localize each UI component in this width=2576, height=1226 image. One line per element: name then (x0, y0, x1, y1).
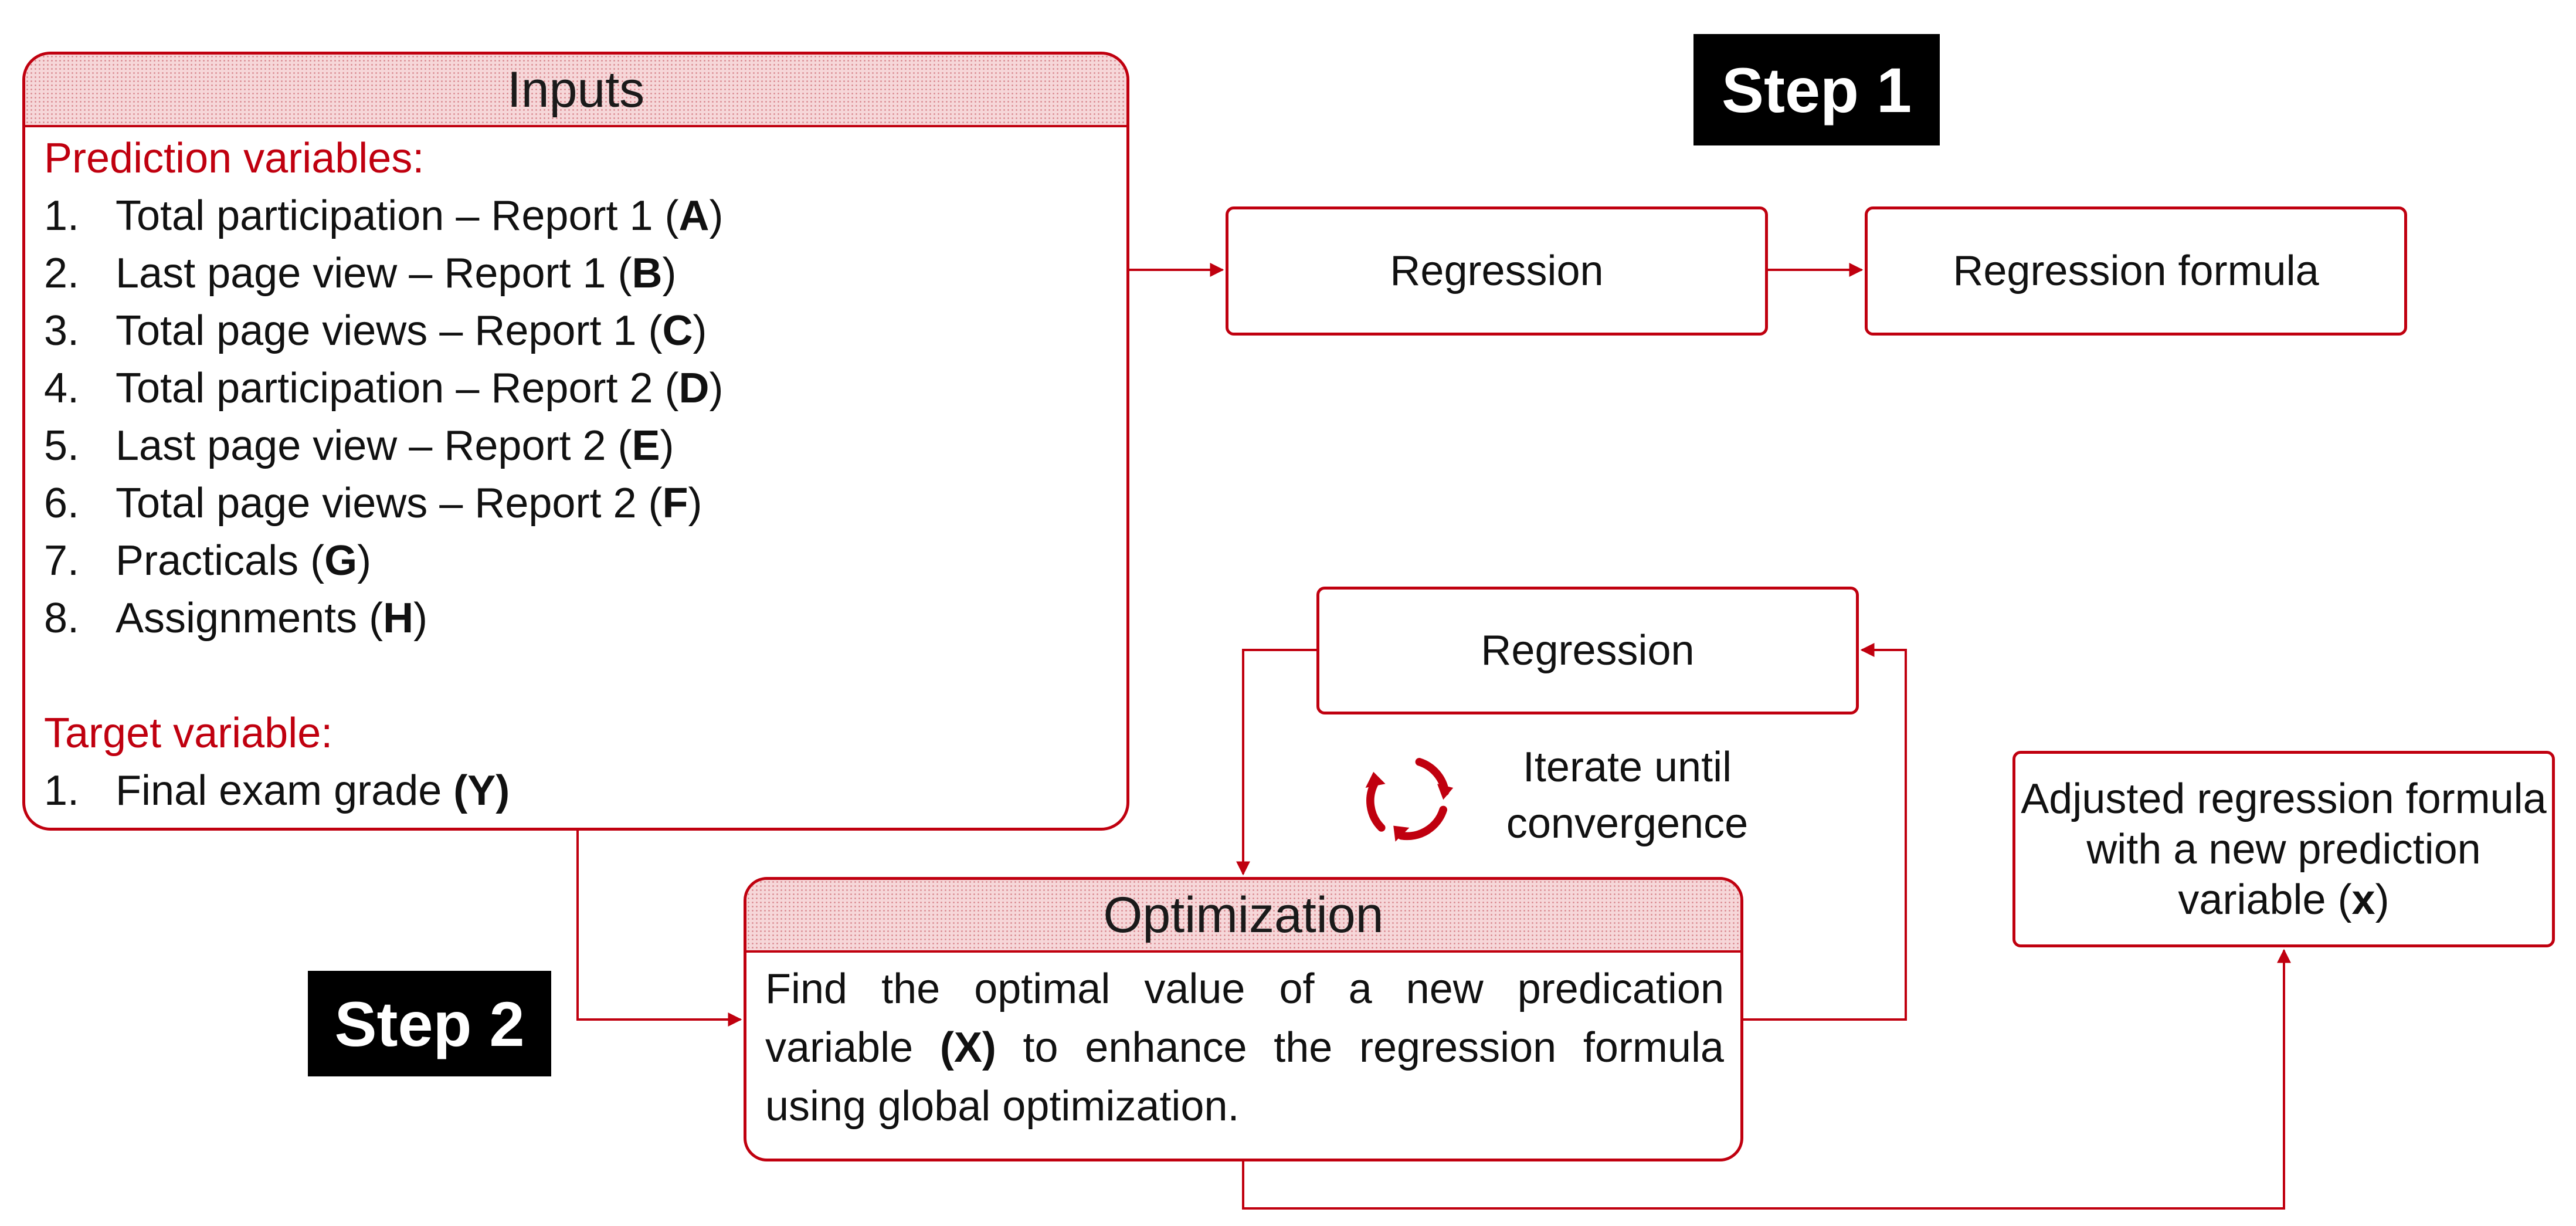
adjusted-formula-text: Adjusted regression formula with a new p… (2021, 775, 2547, 923)
target-item: 1.Final exam grade (Y) (44, 767, 510, 814)
regression-box-step2: Regression (1316, 587, 1859, 714)
inputs-title: Inputs (25, 55, 1126, 127)
prediction-item: 5.Last page view – Report 2 (E) (44, 422, 674, 469)
target-variable-label: Target variable: (44, 710, 333, 757)
prediction-item: 4.Total participation – Report 2 (D) (44, 365, 724, 412)
optimization-description: Find the optimal value of a new predicat… (765, 966, 1724, 1130)
step-1-badge: Step 1 (1693, 34, 1940, 145)
adjusted-formula-box: Adjusted regression formula with a new p… (2012, 751, 2555, 947)
prediction-item: 3.Total page views – Report 1 (C) (44, 307, 707, 354)
arrow-optimization-to-adjusted (1242, 949, 2291, 1210)
inputs-body: Prediction variables: 1.Total participat… (25, 127, 1126, 819)
circular-arrows-icon (1365, 758, 1454, 842)
optimization-title: Optimization (746, 880, 1740, 953)
iterate-until-convergence-label: Iterate until convergence (1506, 744, 1749, 847)
prediction-variables-label: Prediction variables: (44, 135, 425, 182)
inputs-box: Inputs Prediction variables: 1.Total par… (22, 52, 1129, 831)
prediction-item: 2.Last page view – Report 1 (B) (44, 250, 677, 297)
prediction-variables-list: 1.Total participation – Report 1 (A) 2.L… (44, 187, 1126, 647)
arrow-inputs-to-optimization (576, 831, 742, 1027)
prediction-item: 6.Total page views – Report 2 (F) (44, 480, 702, 527)
regression-formula-box: Regression formula (1865, 206, 2407, 336)
arrow-regression-to-optimization (1236, 649, 1316, 876)
prediction-item: 1.Total participation – Report 1 (A) (44, 192, 724, 239)
regression-box-step1: Regression (1226, 206, 1768, 336)
step-2-badge: Step 2 (308, 971, 551, 1076)
arrow-optimization-to-regression (1743, 643, 1907, 1021)
list-spacer (44, 647, 1126, 705)
prediction-item: 7.Practicals (G) (44, 537, 372, 584)
optimization-box: Optimization Find the optimal value of a… (744, 877, 1743, 1161)
prediction-item: 8.Assignments (H) (44, 595, 428, 642)
